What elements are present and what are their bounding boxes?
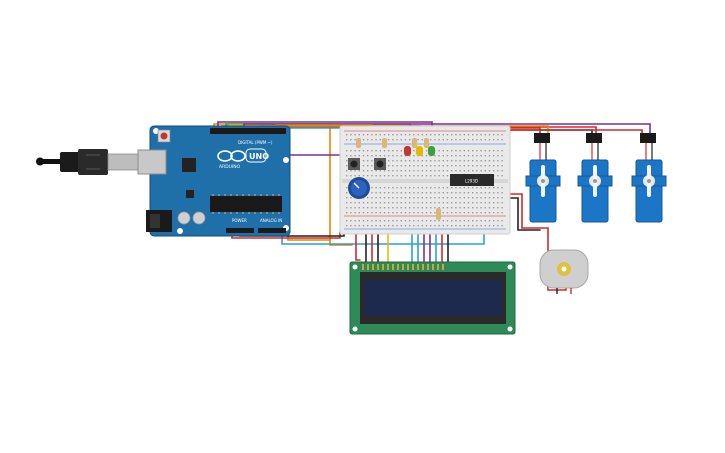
- wire-red-lcd-3[interactable]: [355, 231, 361, 261]
- usb-port: [137, 149, 167, 175]
- arduino-uno[interactable]: DIGITAL (PWM ~) ARDUINO UNO POWER ANALOG…: [137, 125, 291, 237]
- resistor-2: [382, 138, 387, 148]
- ic-label: L293D: [465, 179, 478, 184]
- wire-red-motor[interactable]: [487, 193, 567, 291]
- servo-1[interactable]: [525, 133, 561, 223]
- power-label: POWER: [232, 218, 247, 223]
- push-button-2[interactable]: [374, 158, 386, 170]
- capacitor: [177, 211, 191, 225]
- resistor-5: [436, 208, 441, 220]
- digital-header[interactable]: [210, 128, 286, 134]
- lcd-screen: [364, 280, 502, 316]
- usb-chip: [182, 158, 196, 172]
- led-yellow[interactable]: [416, 146, 423, 156]
- breadboard[interactable]: L293D: [339, 125, 511, 235]
- arduino-name: ARDUINO: [219, 164, 241, 170]
- lcd-pins: [362, 264, 444, 270]
- resistor-3: [412, 138, 417, 148]
- arduino-model: UNO: [249, 152, 269, 161]
- regulator: [186, 190, 194, 198]
- dc-jack-icon: [146, 210, 172, 232]
- resistor-4: [424, 138, 429, 148]
- lcd-16x2[interactable]: [349, 261, 516, 335]
- capacitor: [192, 211, 206, 225]
- led-green[interactable]: [428, 146, 435, 156]
- potentiometer[interactable]: [348, 177, 370, 199]
- digital-label: DIGITAL (PWM ~): [238, 140, 273, 145]
- push-button-1[interactable]: [348, 158, 360, 170]
- resistor-1: [356, 138, 361, 148]
- atmega-chip: [210, 196, 282, 212]
- usb-cable-icon: [36, 149, 139, 175]
- reset-button-icon[interactable]: [157, 129, 171, 143]
- servo-2[interactable]: [577, 133, 613, 223]
- analog-header[interactable]: [258, 228, 286, 233]
- dc-motor[interactable]: [539, 249, 589, 294]
- ic-l293d[interactable]: L293D: [450, 174, 494, 186]
- servo-3[interactable]: [631, 133, 667, 223]
- power-header[interactable]: [226, 228, 254, 233]
- wire-red-servo-3[interactable]: [499, 129, 643, 134]
- analog-label: ANALOG IN: [260, 218, 282, 223]
- arduino-logo: ARDUINO UNO: [217, 148, 269, 170]
- led-red[interactable]: [404, 146, 411, 156]
